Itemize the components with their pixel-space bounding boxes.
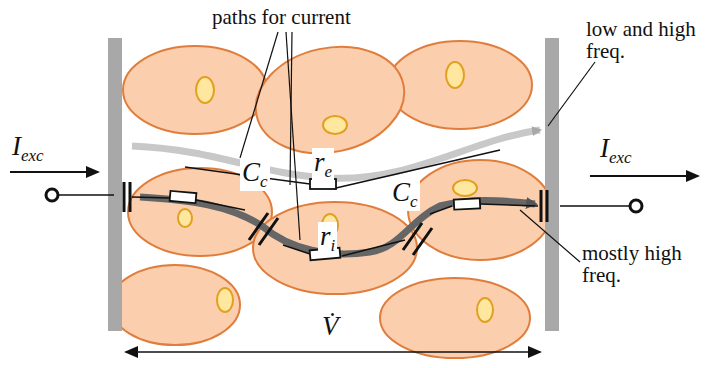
current-arrow: [590, 175, 698, 177]
nucleus: [178, 62, 493, 322]
resistance-label: ri: [318, 222, 337, 255]
terminal: [630, 200, 642, 212]
electrode: [545, 38, 559, 331]
capacitance-label: Cc: [390, 178, 420, 211]
current-arrow: [10, 171, 98, 173]
resistor-symbol: [170, 179, 481, 260]
resistance-label: re: [312, 148, 334, 181]
capacitor-symbol: [124, 182, 547, 255]
annotation: low and high freq.: [586, 18, 706, 62]
wire: [58, 150, 630, 256]
cell: [110, 34, 552, 358]
current-label: Iexc: [600, 134, 632, 167]
capacitance-label: Cc: [240, 158, 270, 191]
voltage-label: V̇: [322, 312, 339, 340]
current-label: Iexc: [12, 132, 44, 165]
annotation: paths for current: [212, 6, 351, 28]
intracellular-path: [140, 197, 535, 254]
voltage-arrow: [126, 351, 540, 353]
terminal: [46, 189, 58, 201]
electrode: [108, 38, 122, 331]
leader-line: [240, 32, 595, 262]
annotation: mostly high freq.: [582, 242, 682, 286]
extracellular-path: [132, 130, 540, 178]
